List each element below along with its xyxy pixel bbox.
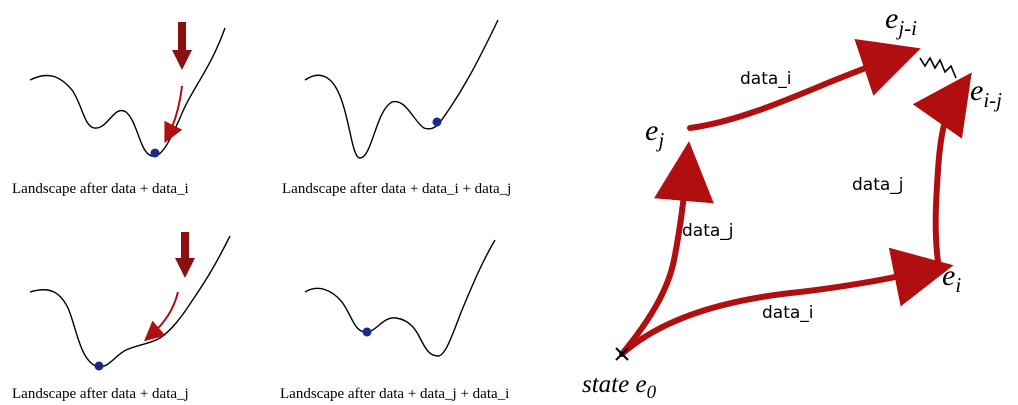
landscape-curve [304, 239, 496, 357]
slide-arrow [164, 85, 183, 144]
landscape-curve [29, 235, 231, 368]
panel-caption: Landscape after data + data_i + data_j [282, 181, 511, 197]
state-graph: state e0 ej ei ej-i ei-j data_i data_j d… [582, 2, 1002, 403]
edge-e0-to-ei [619, 247, 954, 357]
landscape-curve [29, 27, 226, 157]
edge-ej-to-eji [687, 38, 921, 131]
landscape-curve [304, 19, 499, 159]
ball-marker [362, 327, 372, 337]
edge-label-ej-to-eji: data_i [740, 69, 792, 89]
start-cross-icon [615, 347, 629, 361]
landscape-panel-4: Landscape after data + data_j + data_i [280, 239, 509, 402]
edge-ei-to-eij [912, 72, 972, 265]
ball-marker [150, 148, 160, 158]
landscape-panel-3: Landscape after data + data_j [12, 232, 231, 402]
node-eji-label: ej-i [885, 2, 917, 40]
node-ej-label: ej [645, 114, 664, 152]
edge-label-ei-to-eij: data_j [852, 175, 904, 195]
panel-caption: Landscape after data + data_j + data_i [280, 386, 509, 402]
landscape-panel-2: Landscape after data + data_i + data_j [282, 19, 511, 197]
mismatch-squiggle [919, 56, 957, 79]
landscape-panel-1: Landscape after data + data_i [12, 22, 226, 197]
node-eij-label: ei-j [970, 74, 1002, 112]
slide-arrow [143, 291, 179, 342]
node-e0-label: state e0 [582, 371, 657, 403]
ball-marker [432, 117, 442, 127]
edge-label-e0-to-ei: data_i [762, 303, 814, 323]
panel-caption: Landscape after data + data_i [12, 181, 189, 197]
edge-label-e0-to-ej: data_j [682, 221, 734, 241]
drop-arrow [172, 22, 192, 70]
edge-e0-to-ej [619, 141, 714, 357]
node-ei-label: ei [942, 259, 961, 297]
panel-caption: Landscape after data + data_j [12, 386, 189, 402]
drop-arrow [175, 232, 195, 278]
ball-marker [94, 361, 104, 371]
